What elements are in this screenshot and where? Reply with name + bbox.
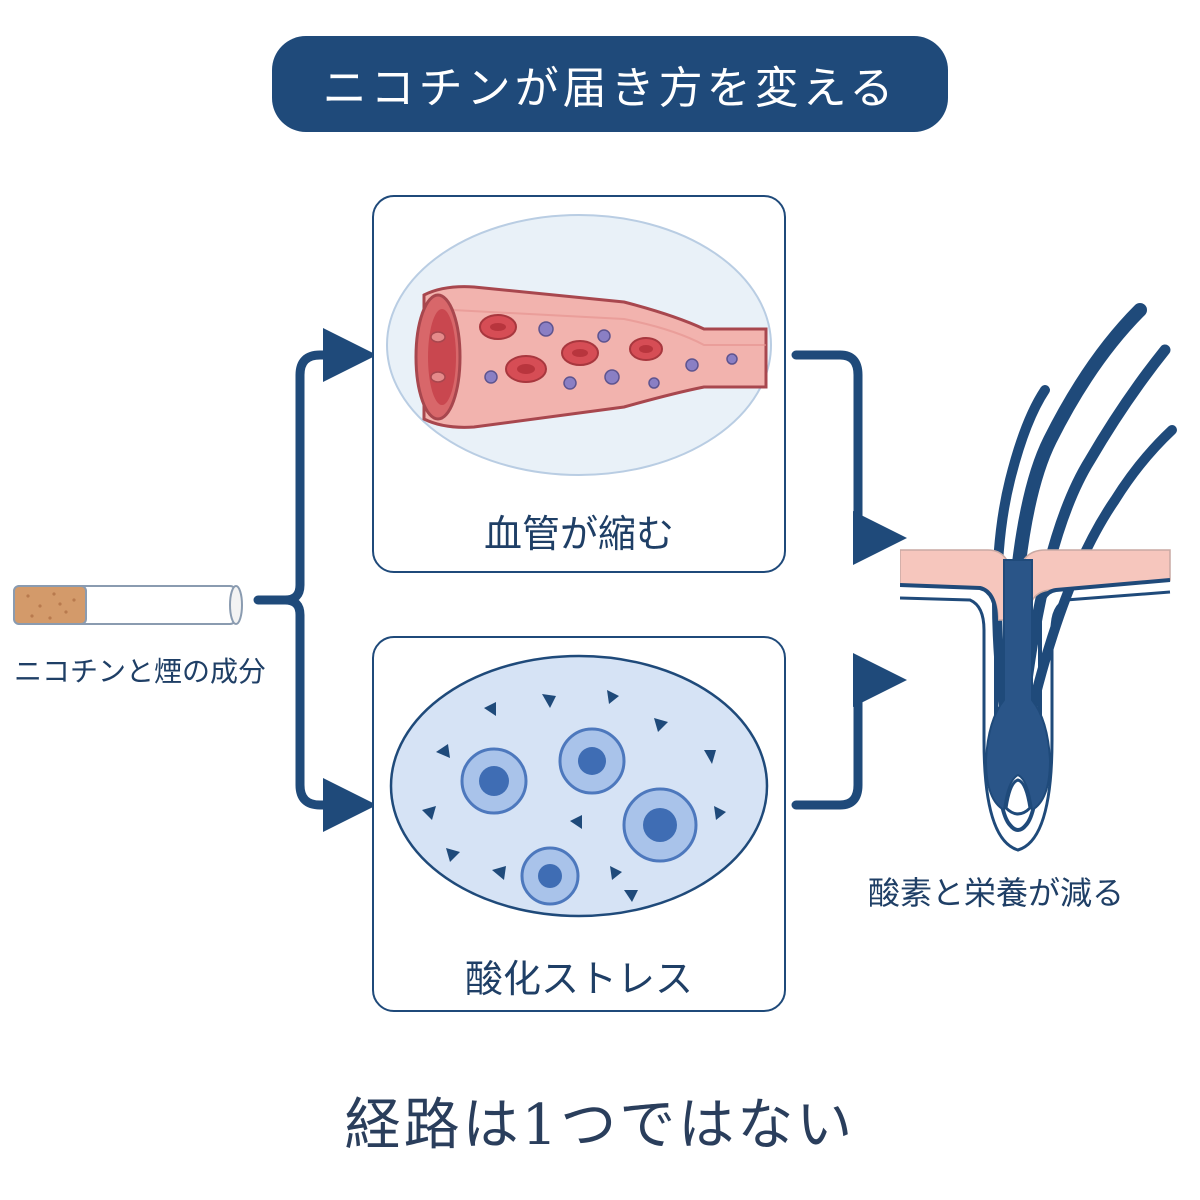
title-banner: ニコチンが届き方を変える	[272, 36, 948, 132]
outcome-label: 酸素と栄養が減る	[868, 874, 1125, 912]
hair-follicle-icon	[900, 303, 1177, 852]
source-label: ニコチンと煙の成分	[14, 655, 267, 688]
oxidative-stress-panel: 酸化ストレス	[372, 636, 786, 1012]
title-text: ニコチンが届き方を変える	[322, 63, 898, 114]
constricted-blood-vessel-icon	[386, 214, 772, 476]
vessel-constriction-panel: 血管が縮む	[372, 195, 786, 573]
oxidative-stress-cells-icon	[389, 654, 769, 918]
source-brace-lower	[280, 595, 377, 832]
conclusion-text: 経路は1つではない	[344, 1093, 856, 1158]
cigarette-icon	[13, 585, 243, 625]
oxidative-stress-label: 酸化ストレス	[464, 957, 693, 1001]
source-brace	[253, 328, 377, 605]
stress-to-follicle-arrow	[791, 653, 907, 810]
vessel-constriction-label: 血管が縮む	[483, 512, 674, 556]
vessel-to-follicle-arrow	[791, 350, 907, 565]
